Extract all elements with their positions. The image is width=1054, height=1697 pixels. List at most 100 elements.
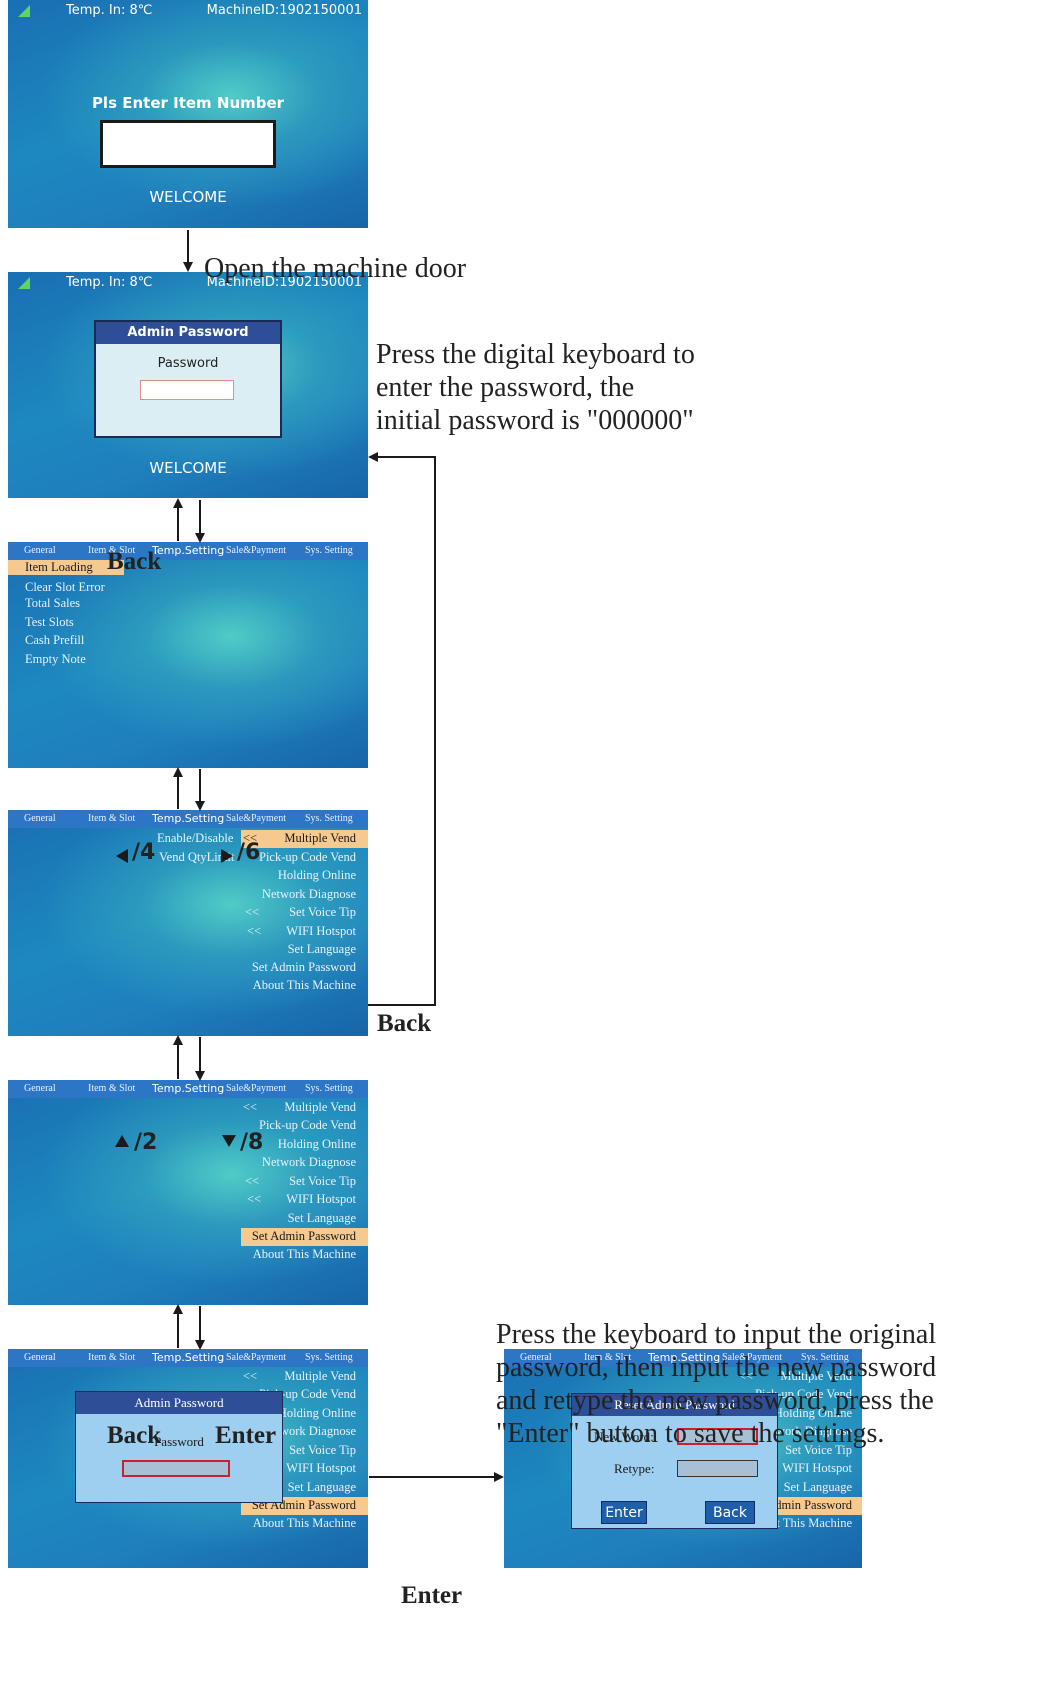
tab-sys-setting[interactable]: Sys. Setting	[801, 1352, 849, 1363]
enter-button[interactable]: Enter	[601, 1501, 647, 1524]
tab-temp-setting[interactable]: Temp.Setting	[648, 1351, 721, 1364]
menu-item-wifi-hotspot[interactable]: WIFI Hotspot	[782, 1461, 852, 1475]
menu-item-set-voice-tip[interactable]: Set Voice Tip	[289, 1174, 356, 1188]
tab-sys-setting[interactable]: Sys. Setting	[305, 1352, 353, 1363]
tab-item-slot[interactable]: Item & Slot	[88, 545, 136, 556]
menu-item-clear-slot-error[interactable]: Clear Slot Error	[25, 580, 105, 594]
caption-press-keyboard-4: "Enter" button to save the settings.	[496, 1418, 885, 1449]
tab-sys-setting[interactable]: Sys. Setting	[305, 813, 353, 824]
tab-temp-setting[interactable]: Temp.Setting	[152, 544, 225, 557]
temperature-readout: Temp. In: 8℃	[66, 3, 153, 18]
arrow-glyph: <<	[245, 905, 260, 919]
status-bar: Temp. In: 8℃ MachineID:1902150001	[8, 0, 368, 22]
menu-item-wifi-hotspot[interactable]: WIFI Hotspot	[286, 1461, 356, 1475]
menu-item-set-voice-tip[interactable]: Set Voice Tip	[289, 1443, 356, 1457]
label-enter-2: Enter	[401, 1582, 463, 1609]
arrow-glyph: <<	[245, 1174, 260, 1188]
tab-temp-setting[interactable]: Temp.Setting	[152, 1351, 225, 1364]
screen-sys-setting-admin-selected: General Item & Slot Temp.Setting Sale&Pa…	[8, 1080, 368, 1305]
menu-item-set-voice-tip[interactable]: Set Voice Tip	[289, 905, 356, 919]
password-input[interactable]	[122, 1460, 230, 1477]
label-enter-1: Enter	[215, 1422, 277, 1449]
welcome-text: WELCOME	[149, 459, 227, 477]
menu-item-wifi-hotspot[interactable]: WIFI Hotspot	[286, 924, 356, 938]
tab-general[interactable]: General	[24, 545, 56, 556]
submenu-enable-disable[interactable]: Enable/Disable	[157, 831, 234, 845]
menu-item-empty-note[interactable]: Empty Note	[25, 652, 86, 666]
menu-item-holding-online[interactable]: Holding Online	[277, 1406, 356, 1420]
tab-sale-payment[interactable]: Sale&Payment	[226, 1352, 286, 1363]
menu-item-set-language[interactable]: Set Language	[287, 1480, 356, 1494]
menu-item-about-machine[interactable]: About This Machine	[252, 1247, 356, 1261]
tab-sale-payment[interactable]: Sale&Payment	[722, 1352, 782, 1363]
menu-item-holding-online[interactable]: Holding Online	[277, 1137, 356, 1151]
menu-item-test-slots[interactable]: Test Slots	[25, 615, 74, 629]
caption-press-digital-2: enter the password, the	[376, 372, 635, 403]
caption-press-keyboard-1: Press the keyboard to input the original	[496, 1319, 937, 1350]
menu-item-set-admin-password[interactable]: Set Admin Password	[241, 1228, 368, 1246]
menu-item-loading[interactable]: Item Loading	[8, 560, 124, 575]
tab-item-slot[interactable]: Item & Slot	[88, 813, 136, 824]
menu-item-set-language[interactable]: Set Language	[287, 1211, 356, 1225]
submenu-vend-qty-limit[interactable]: Vend QtyLimit	[159, 850, 235, 864]
menu-item-pickup-code-vend[interactable]: Pick-up Code Vend	[259, 1118, 356, 1132]
menu-item-pickup-code-vend[interactable]: Pick-up Code Vend	[755, 1387, 852, 1401]
caption-press-keyboard-2: password, then input the new password	[496, 1352, 937, 1383]
temperature-readout: Temp. In: 8℃	[66, 275, 153, 290]
menu-item-multiple-vend[interactable]: Multiple Vend	[284, 1100, 356, 1114]
screen-sys-setting-menu: General Item & Slot Temp.Setting Sale&Pa…	[8, 810, 368, 1036]
menu-item-about-machine[interactable]: About This Machine	[252, 1516, 356, 1530]
menu-item-cash-prefill[interactable]: Cash Prefill	[25, 633, 85, 647]
tab-sys-setting[interactable]: Sys. Setting	[305, 545, 353, 556]
tab-item-slot[interactable]: Item & Slot	[584, 1352, 632, 1363]
tab-temp-setting[interactable]: Temp.Setting	[152, 812, 225, 825]
up-arrow-icon	[115, 1135, 129, 1147]
menu-item-multiple-vend[interactable]: << Multiple Vend	[241, 830, 368, 848]
reset-admin-password-dialog: Reset Admin Password New Word: Retype: E…	[571, 1393, 778, 1529]
new-password-input[interactable]	[677, 1428, 758, 1445]
tab-temp-setting[interactable]: Temp.Setting	[152, 1082, 225, 1095]
tab-sale-payment[interactable]: Sale&Payment	[226, 813, 286, 824]
menu-item-wifi-hotspot[interactable]: WIFI Hotspot	[286, 1192, 356, 1206]
menu-item-about-machine[interactable]: About This Machine	[252, 978, 356, 992]
menu-label: Multiple Vend	[284, 831, 356, 845]
menu-item-set-admin-password[interactable]: Set Admin Password	[251, 960, 356, 974]
menu-item-holding-online[interactable]: Holding Online	[277, 868, 356, 882]
menu-item-pickup-code-vend[interactable]: Pick-up Code Vend	[259, 850, 356, 864]
tab-bar: General Item & Slot Temp.Setting Sale&Pa…	[8, 810, 368, 828]
menu-item-multiple-vend[interactable]: Multiple Vend	[284, 1369, 356, 1383]
retype-password-input[interactable]	[677, 1460, 758, 1477]
tab-sys-setting[interactable]: Sys. Setting	[305, 1083, 353, 1094]
password-label: Password	[157, 356, 219, 371]
tab-general[interactable]: General	[520, 1352, 552, 1363]
menu-item-network-diagnose[interactable]: Network Diagnose	[757, 1424, 852, 1438]
password-label: Password	[154, 1434, 204, 1449]
item-number-input[interactable]	[100, 120, 276, 168]
back-button[interactable]: Back	[705, 1501, 755, 1524]
menu-item-holding-online[interactable]: Holding Online	[773, 1406, 852, 1420]
menu-item-set-language[interactable]: Set Language	[783, 1480, 852, 1494]
tab-general[interactable]: General	[24, 813, 56, 824]
menu-item-network-diagnose[interactable]: Network Diagnose	[261, 1424, 356, 1438]
tab-sale-payment[interactable]: Sale&Payment	[226, 545, 286, 556]
tab-item-slot[interactable]: Item & Slot	[88, 1352, 136, 1363]
menu-item-pickup-code-vend[interactable]: Pick-up Code Vend	[259, 1387, 356, 1401]
dialog-title: Admin Password	[96, 322, 280, 344]
tab-general[interactable]: General	[24, 1083, 56, 1094]
machine-id: MachineID:1902150001	[206, 3, 362, 18]
tab-item-slot[interactable]: Item & Slot	[88, 1083, 136, 1094]
menu-item-total-sales[interactable]: Total Sales	[25, 596, 81, 610]
menu-item-set-voice-tip[interactable]: Set Voice Tip	[785, 1443, 852, 1457]
menu-item-set-language[interactable]: Set Language	[287, 942, 356, 956]
password-input[interactable]	[140, 380, 234, 400]
menu-item-network-diagnose[interactable]: Network Diagnose	[261, 887, 356, 901]
tab-general[interactable]: General	[24, 1352, 56, 1363]
tab-sale-payment[interactable]: Sale&Payment	[226, 1083, 286, 1094]
menu-item-multiple-vend[interactable]: Multiple Vend	[780, 1369, 852, 1383]
arrow-back-loop	[368, 452, 436, 1006]
menu-label: Set Admin Password	[251, 1229, 356, 1243]
menu-item-network-diagnose[interactable]: Network Diagnose	[261, 1155, 356, 1169]
label-key-6: /6	[237, 840, 261, 865]
caption-open-door: Open the machine door	[204, 253, 467, 284]
